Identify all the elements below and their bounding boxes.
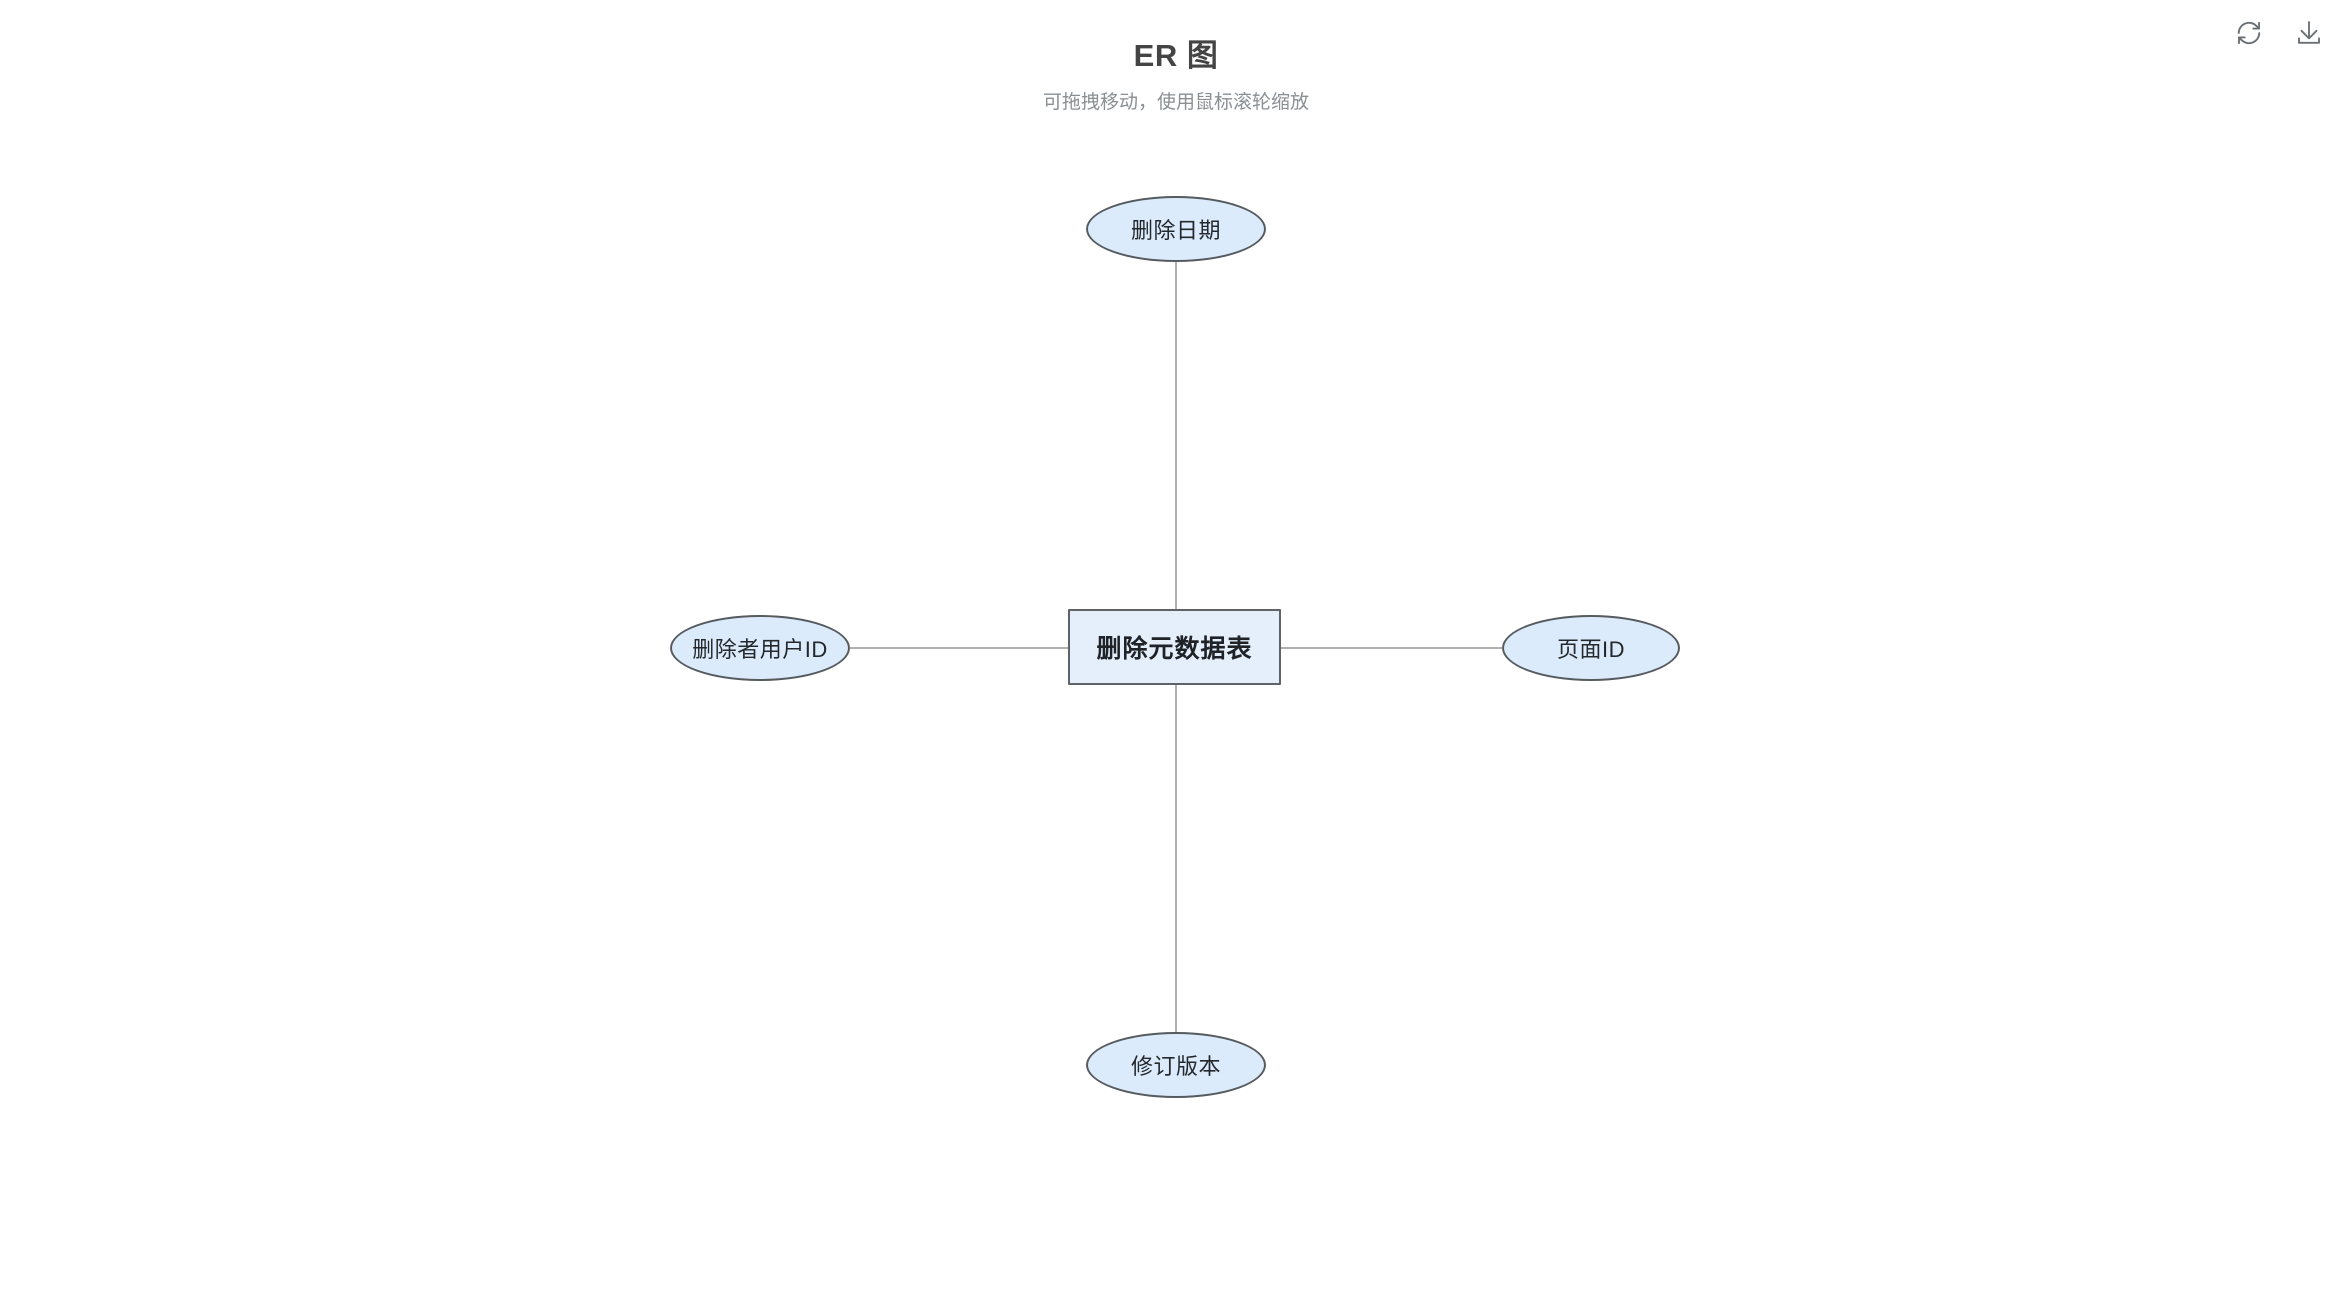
er-attribute-node-top[interactable]: 删除日期	[1086, 196, 1266, 262]
refresh-icon	[2235, 19, 2263, 47]
download-button[interactable]	[2288, 12, 2330, 54]
er-attribute-node-left[interactable]: 删除者用户ID	[670, 615, 850, 681]
er-attribute-node-bottom[interactable]: 修订版本	[1086, 1032, 1266, 1098]
er-attribute-node-right[interactable]: 页面ID	[1502, 615, 1680, 681]
er-entity-node[interactable]: 删除元数据表	[1068, 609, 1281, 685]
reset-view-button[interactable]	[2228, 12, 2270, 54]
diagram-toolbar	[2228, 12, 2330, 54]
download-icon	[2295, 19, 2323, 47]
